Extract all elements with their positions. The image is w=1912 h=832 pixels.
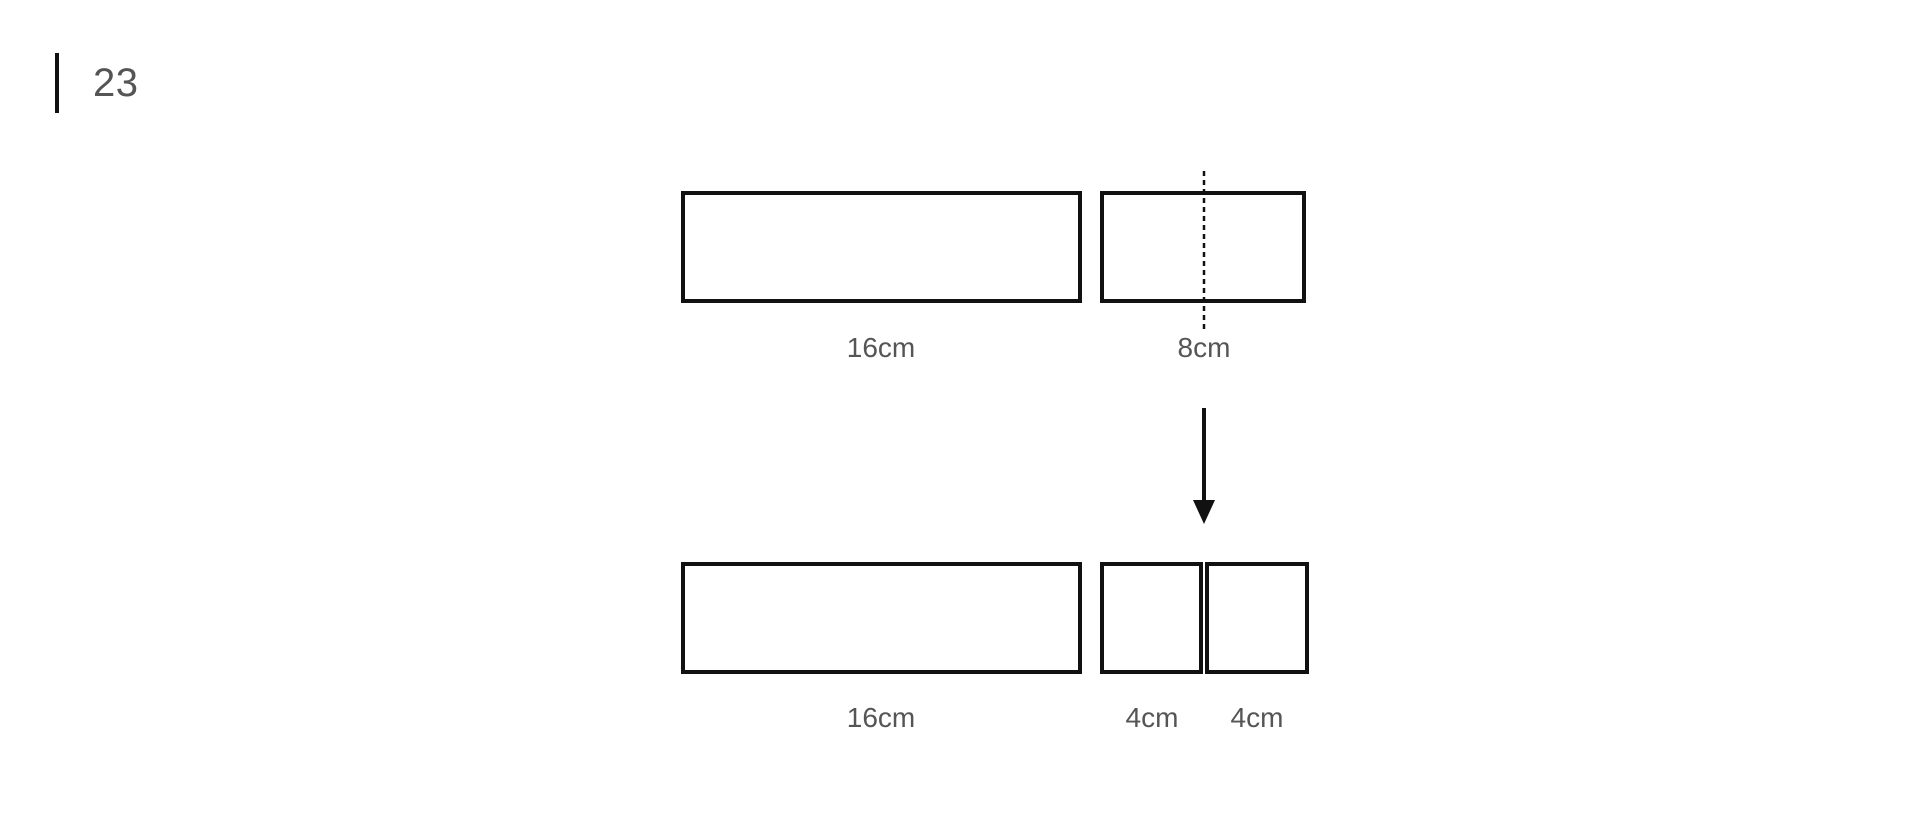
segment-16cm-before [681,191,1082,303]
label-16cm-before: 16cm [847,332,915,363]
header-accent-bar [55,53,59,113]
segment-16cm-after [681,562,1082,674]
segment-4cm-left [1100,562,1203,674]
problem-number: 23 [93,61,139,105]
label-8cm-before: 8cm [1178,332,1231,363]
bar-before-cut: 16cm 8cm [681,171,1306,363]
bar-after-cut: 16cm 4cm 4cm [681,562,1309,733]
problem-header: 23 [55,53,139,113]
label-4cm-right: 4cm [1231,702,1284,733]
label-16cm-after: 16cm [847,702,915,733]
segment-4cm-right [1205,562,1309,674]
label-4cm-left: 4cm [1126,702,1179,733]
down-arrow-icon [1193,408,1215,524]
